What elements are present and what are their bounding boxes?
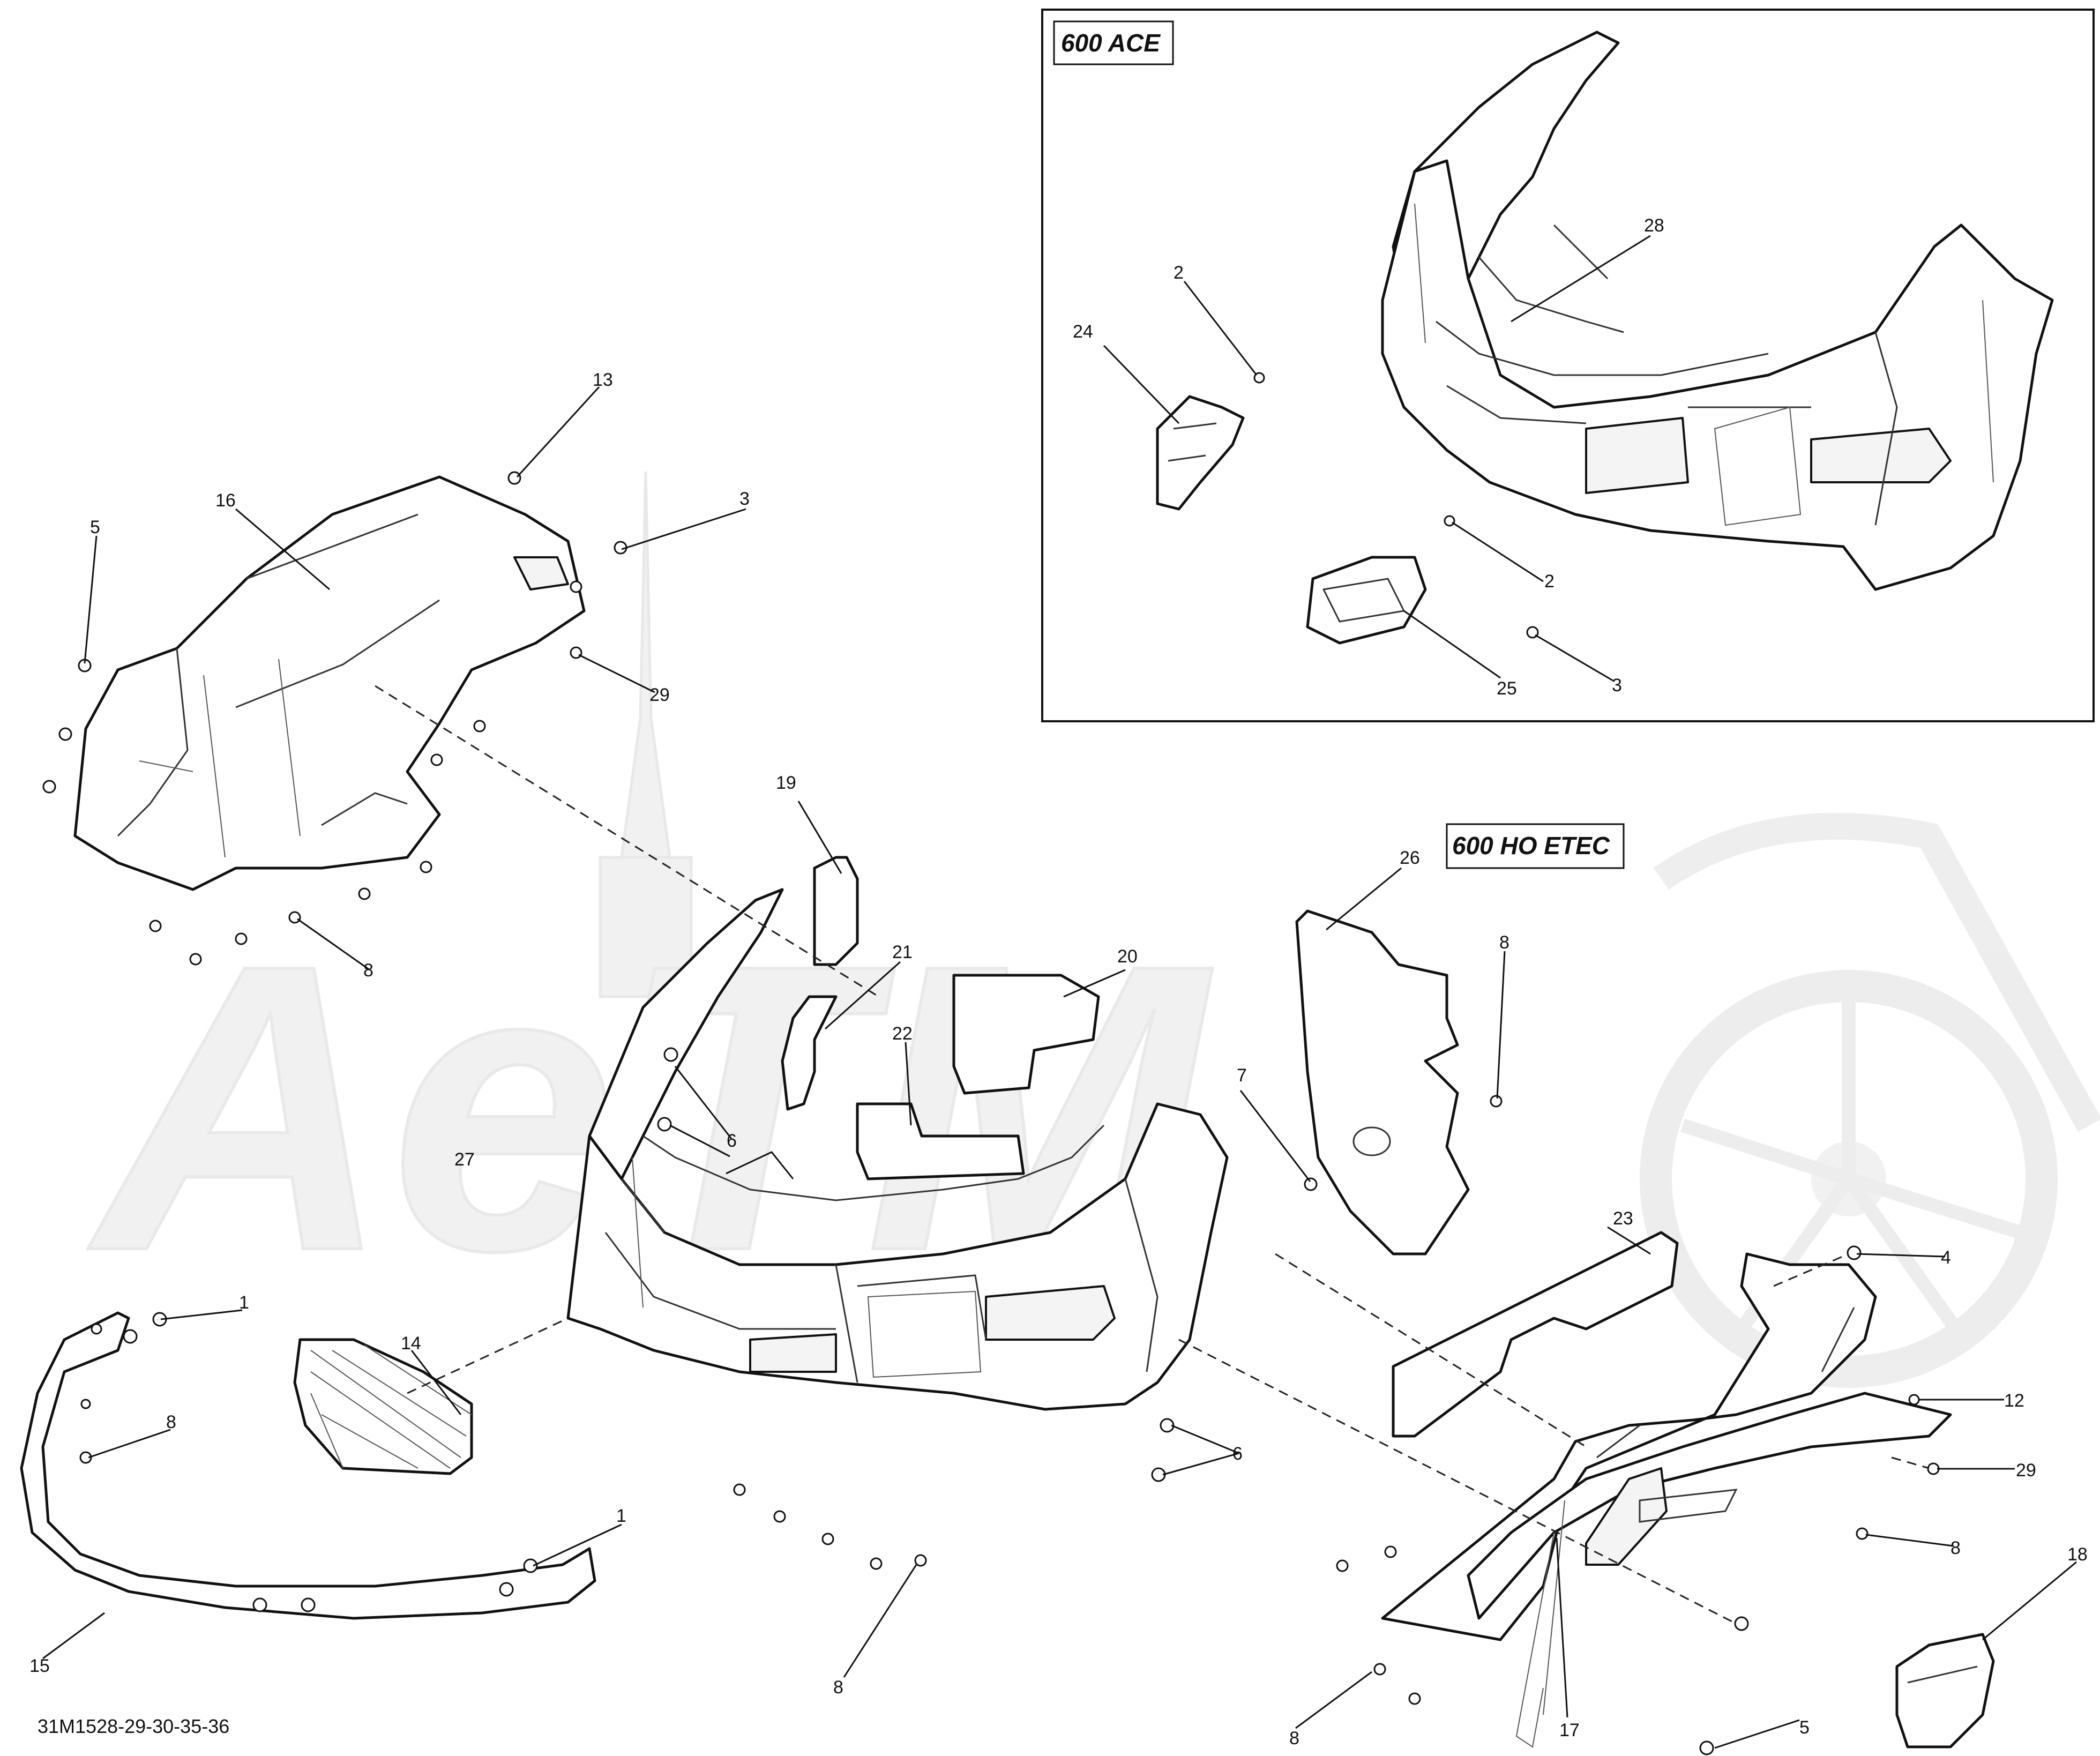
callout-13: 13 — [593, 370, 613, 390]
callout-6-upper: 6 — [727, 1131, 737, 1151]
callout-3-inset: 3 — [1612, 675, 1622, 696]
fasteners-left — [42, 471, 627, 966]
callout-4: 4 — [1941, 1247, 1951, 1268]
watermark-wheel-icon — [1640, 970, 2058, 1388]
part-22-pad — [856, 1102, 1025, 1180]
callout-15: 15 — [29, 1656, 50, 1676]
callout-29-left: 29 — [649, 685, 670, 705]
part-15-bumper-bar — [20, 1311, 596, 1620]
fastener-8-ho-icon — [1490, 1095, 1503, 1108]
fastener-2a-icon — [1253, 372, 1265, 384]
fastener-2b-icon — [1444, 515, 1455, 527]
callout-25: 25 — [1497, 678, 1517, 699]
part-14-grille — [293, 1338, 473, 1475]
part-16-side-panel — [73, 475, 586, 891]
callout-22: 22 — [892, 1023, 913, 1044]
fasteners-center — [79, 1047, 1175, 1612]
leader-lines — [42, 235, 2077, 1749]
callout-7: 7 — [1237, 1065, 1247, 1086]
part-25-duct — [1306, 556, 1427, 645]
part-20-pad — [952, 974, 1100, 1095]
variant-tag-ho: 600 HO ETEC — [1452, 832, 1610, 860]
callout-16: 16 — [215, 490, 236, 511]
watermark-spokes-icon — [1680, 997, 2022, 1333]
alignment-lines — [375, 685, 1930, 1625]
callout-1-lower: 1 — [616, 1506, 626, 1526]
ace-bumper-assembly — [1381, 31, 2054, 591]
part-21-pad — [781, 995, 838, 1111]
callout-8-left: 8 — [363, 960, 373, 981]
fastener-7-icon — [1304, 1177, 1318, 1191]
callout-26: 26 — [1400, 848, 1420, 868]
callout-18: 18 — [2067, 1544, 2088, 1565]
part-23-pad — [1392, 1231, 1679, 1438]
callout-23: 23 — [1613, 1208, 1633, 1229]
callout-5-right: 5 — [1799, 1717, 1810, 1738]
part-17-lower-panel — [1381, 1252, 1952, 1748]
callout-24: 24 — [1073, 322, 1093, 342]
callout-8-bottom: 8 — [833, 1677, 843, 1698]
callout-8-ho: 8 — [1499, 932, 1509, 953]
callout-1-upper: 1 — [239, 1292, 249, 1313]
callout-6-lower: 6 — [1232, 1444, 1243, 1464]
watermark-spire-icon — [620, 471, 671, 859]
callout-labels: 2 24 28 2 25 3 13 3 5 16 29 8 19 21 20 2… — [29, 215, 2088, 1748]
callout-3: 3 — [739, 489, 750, 509]
variant-tag-ace: 600 ACE — [1061, 29, 1161, 57]
callout-8-far: 8 — [1289, 1728, 1299, 1748]
callout-19: 19 — [776, 773, 796, 793]
callout-21: 21 — [892, 942, 913, 962]
diagram-code: 31M1528-29-30-35-36 — [38, 1715, 229, 1737]
callout-27: 27 — [454, 1149, 475, 1170]
callout-8-bar: 8 — [166, 1412, 176, 1432]
callout-20: 20 — [1117, 946, 1138, 967]
ace-tag-box — [1053, 20, 1174, 65]
part-24-duct — [1156, 395, 1245, 511]
part-26-hole-icon — [1352, 1126, 1391, 1156]
callout-8-right: 8 — [1950, 1538, 1961, 1558]
part-18-cover — [1895, 1633, 1995, 1748]
callout-2-inset-a: 2 — [1174, 263, 1184, 283]
callout-12: 12 — [2004, 1391, 2024, 1411]
watermark-frame-icon — [1653, 813, 2100, 1132]
ho-tag-box — [1446, 823, 1625, 869]
part-19-pad — [813, 856, 859, 966]
callout-28: 28 — [1644, 215, 1664, 236]
callout-5-left: 5 — [90, 517, 100, 537]
callout-17: 17 — [1559, 1720, 1580, 1740]
part-27-front-bumper — [566, 888, 1229, 1411]
callout-29-right: 29 — [2016, 1460, 2036, 1481]
callout-14: 14 — [401, 1333, 421, 1354]
part-26-panel — [1295, 909, 1470, 1256]
callout-2-inset-b: 2 — [1544, 571, 1555, 592]
fasteners-right — [1336, 1245, 1940, 1755]
ace-inset-frame — [1041, 9, 2095, 722]
